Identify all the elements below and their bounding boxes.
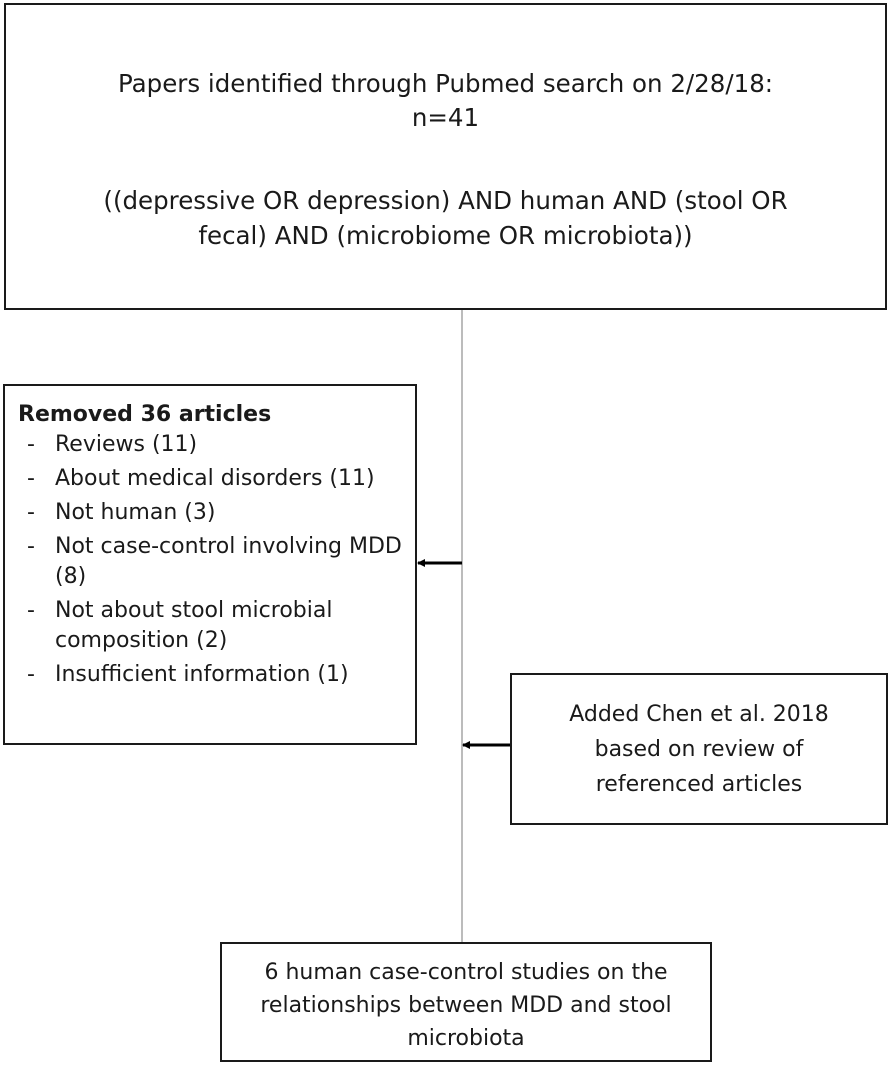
- final-studies-line2: relationships between MDD and stool: [260, 993, 672, 1018]
- added-article-box: Added Chen et al. 2018 based on review o…: [510, 673, 888, 825]
- search-results-box: Papers identified through Pubmed search …: [4, 3, 887, 310]
- search-query-line1: ((depressive OR depression) AND human AN…: [103, 186, 788, 215]
- list-item: Reviews (11): [5, 430, 415, 460]
- final-studies-line3: microbiota: [407, 1026, 525, 1051]
- removed-reasons-list: Reviews (11) About medical disorders (11…: [5, 430, 415, 694]
- search-results-heading: Papers identified through Pubmed search …: [117, 69, 774, 98]
- list-item: Not case-control involving MDD (8): [5, 532, 415, 592]
- list-item: About medical disorders (11): [5, 464, 415, 494]
- list-item: Not about stool microbial composition (2…: [5, 596, 415, 656]
- search-results-count: n=41: [411, 103, 480, 132]
- final-studies-box: 6 human case-control studies on the rela…: [220, 942, 712, 1062]
- list-item: Not human (3): [5, 498, 415, 528]
- removed-articles-box: Removed 36 articles Reviews (11) About m…: [3, 384, 417, 745]
- removed-articles-title: Removed 36 articles: [18, 402, 272, 427]
- added-article-line2: based on review of: [594, 737, 804, 762]
- search-query-line2: fecal) AND (microbiome OR microbiota)): [198, 221, 693, 250]
- list-item: Insufficient information (1): [5, 660, 415, 690]
- final-studies-line1: 6 human case-control studies on the: [264, 960, 668, 985]
- added-article-line3: referenced articles: [595, 772, 803, 797]
- added-article-line1: Added Chen et al. 2018: [569, 702, 829, 727]
